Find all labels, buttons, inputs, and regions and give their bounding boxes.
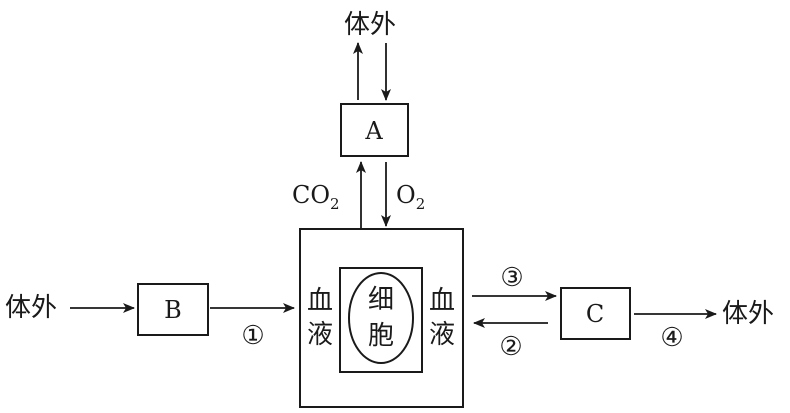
cell-ellipse [348, 272, 414, 364]
blood-right-1: 血 [429, 286, 455, 316]
blood-left-1: 血 [307, 286, 333, 316]
outside-left-label: 体外 [5, 293, 57, 323]
outside-top-label: 体外 [344, 10, 396, 40]
cell-label-2: 胞 [368, 321, 394, 351]
co2-label: CO2 [292, 181, 340, 213]
cell-label-1: 细 [368, 285, 394, 315]
blood-left-2: 液 [307, 320, 333, 350]
box-c-label: C [586, 300, 604, 328]
tissue-box [339, 267, 423, 373]
step-4-label: ④ [660, 323, 683, 353]
blood-right-2: 液 [429, 320, 455, 350]
internal-environment-box [299, 228, 464, 408]
step-3-label: ③ [500, 263, 523, 293]
box-b-label: B [164, 296, 182, 324]
step-2-label: ② [499, 332, 522, 362]
outside-right-label: 体外 [722, 299, 774, 329]
box-a [340, 103, 409, 157]
box-a-label: A [364, 117, 383, 145]
step-1-label: ① [241, 321, 264, 351]
box-b [137, 283, 209, 336]
o2-label: O2 [396, 181, 425, 213]
box-c [560, 287, 631, 340]
